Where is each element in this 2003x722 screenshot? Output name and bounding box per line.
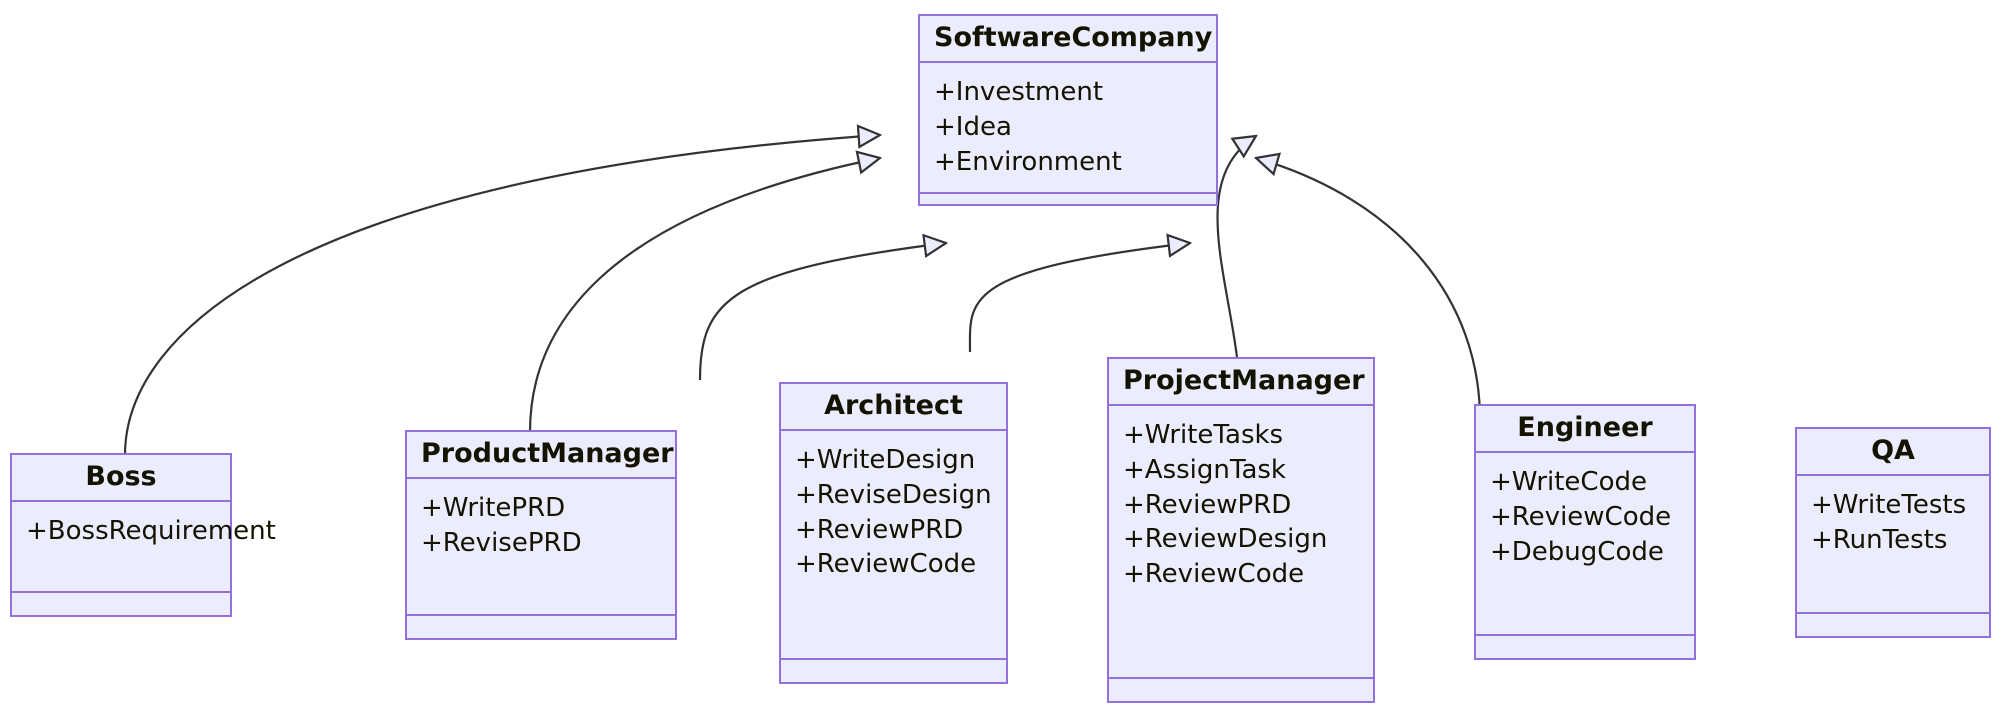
class-box-project-manager[interactable]: ProjectManager +WriteTasks +AssignTask +…: [1107, 357, 1375, 703]
class-methods-project-manager: [1109, 679, 1373, 701]
class-methods-boss: [12, 593, 230, 615]
class-member: +WriteCode: [1490, 467, 1647, 498]
class-title-architect: Architect: [781, 384, 1006, 432]
class-member: +ReviewPRD: [1123, 489, 1292, 520]
class-member: +Environment: [934, 146, 1122, 177]
class-member: +BossRequirement: [26, 516, 276, 547]
edge-projectmanager-to-softwarecompany: [968, 243, 1190, 353]
class-member: +AssignTask: [1123, 454, 1286, 485]
class-box-qa[interactable]: QA +WriteTests +RunTests: [1795, 427, 1991, 638]
class-box-engineer[interactable]: Engineer +WriteCode +ReviewCode +DebugCo…: [1474, 404, 1696, 660]
class-members-project-manager: +WriteTasks +AssignTask +ReviewPRD +Revi…: [1109, 406, 1373, 679]
class-members-engineer: +WriteCode +ReviewCode +DebugCode: [1476, 453, 1694, 636]
edge-boss-to-softwarecompany: [123, 135, 880, 456]
class-member: +RevisePRD: [421, 527, 582, 558]
class-title-product-manager: ProductManager: [407, 432, 675, 480]
class-title-boss: Boss: [12, 455, 230, 503]
class-members-boss: +BossRequirement: [12, 502, 276, 593]
class-box-product-manager[interactable]: ProductManager +WritePRD +RevisePRD: [405, 430, 677, 640]
class-members-qa: +WriteTests +RunTests: [1797, 476, 1989, 614]
class-member: +ReviseDesign: [795, 479, 992, 510]
class-members-product-manager: +WritePRD +RevisePRD: [407, 479, 675, 616]
class-methods-product-manager: [407, 616, 675, 638]
class-member: +Investment: [934, 77, 1104, 108]
class-member: +WritePRD: [421, 493, 566, 524]
class-methods-software-company: [920, 194, 1216, 216]
class-title-software-company: SoftwareCompany: [920, 16, 1216, 64]
class-member: +DebugCode: [1490, 536, 1664, 567]
class-title-project-manager: ProjectManager: [1109, 359, 1373, 407]
class-member: +ReviewDesign: [1123, 524, 1328, 555]
class-member: +ReviewPRD: [795, 514, 964, 545]
class-member: +WriteDesign: [795, 445, 976, 476]
class-member: +RunTests: [1811, 524, 1948, 555]
class-member: +ReviewCode: [1490, 501, 1672, 532]
class-box-architect[interactable]: Architect +WriteDesign +ReviseDesign +Re…: [779, 382, 1008, 684]
class-box-software-company[interactable]: SoftwareCompany +Investment +Idea +Envir…: [918, 14, 1218, 206]
class-member: +WriteTasks: [1123, 420, 1284, 451]
class-member: +ReviewCode: [795, 549, 977, 580]
class-methods-qa: [1797, 614, 1989, 636]
class-members-software-company: +Investment +Idea +Environment: [920, 63, 1216, 195]
edge-architect-to-softwarecompany: [698, 243, 946, 381]
class-member: +ReviewCode: [1123, 558, 1305, 589]
class-members-architect: +WriteDesign +ReviseDesign +ReviewPRD +R…: [781, 431, 1006, 660]
class-methods-engineer: [1476, 636, 1694, 658]
class-member: +Idea: [934, 111, 1012, 142]
class-box-boss[interactable]: Boss +BossRequirement: [10, 453, 276, 617]
class-title-qa: QA: [1797, 429, 1989, 477]
class-title-engineer: Engineer: [1476, 406, 1694, 454]
class-member: +WriteTests: [1811, 490, 1967, 521]
class-methods-architect: [781, 660, 1006, 682]
